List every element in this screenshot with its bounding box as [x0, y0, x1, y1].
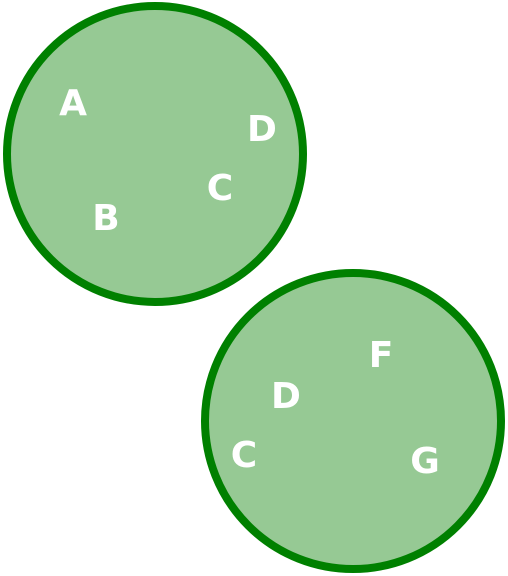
- set-2-element-g: G: [410, 441, 440, 482]
- set-1-circle: [3, 2, 307, 306]
- set-1-element-d: D: [247, 109, 277, 150]
- set-1-element-c: C: [207, 168, 233, 209]
- set-2-element-c: C: [231, 435, 257, 476]
- set-1: A D C B: [3, 2, 307, 306]
- set-1-element-a: A: [59, 83, 87, 124]
- set-1-element-b: B: [92, 198, 119, 239]
- set-2-circle: [201, 269, 505, 573]
- set-2-element-f: F: [369, 335, 394, 376]
- set-2-element-d: D: [271, 376, 301, 417]
- set-2: F D C G: [201, 269, 505, 573]
